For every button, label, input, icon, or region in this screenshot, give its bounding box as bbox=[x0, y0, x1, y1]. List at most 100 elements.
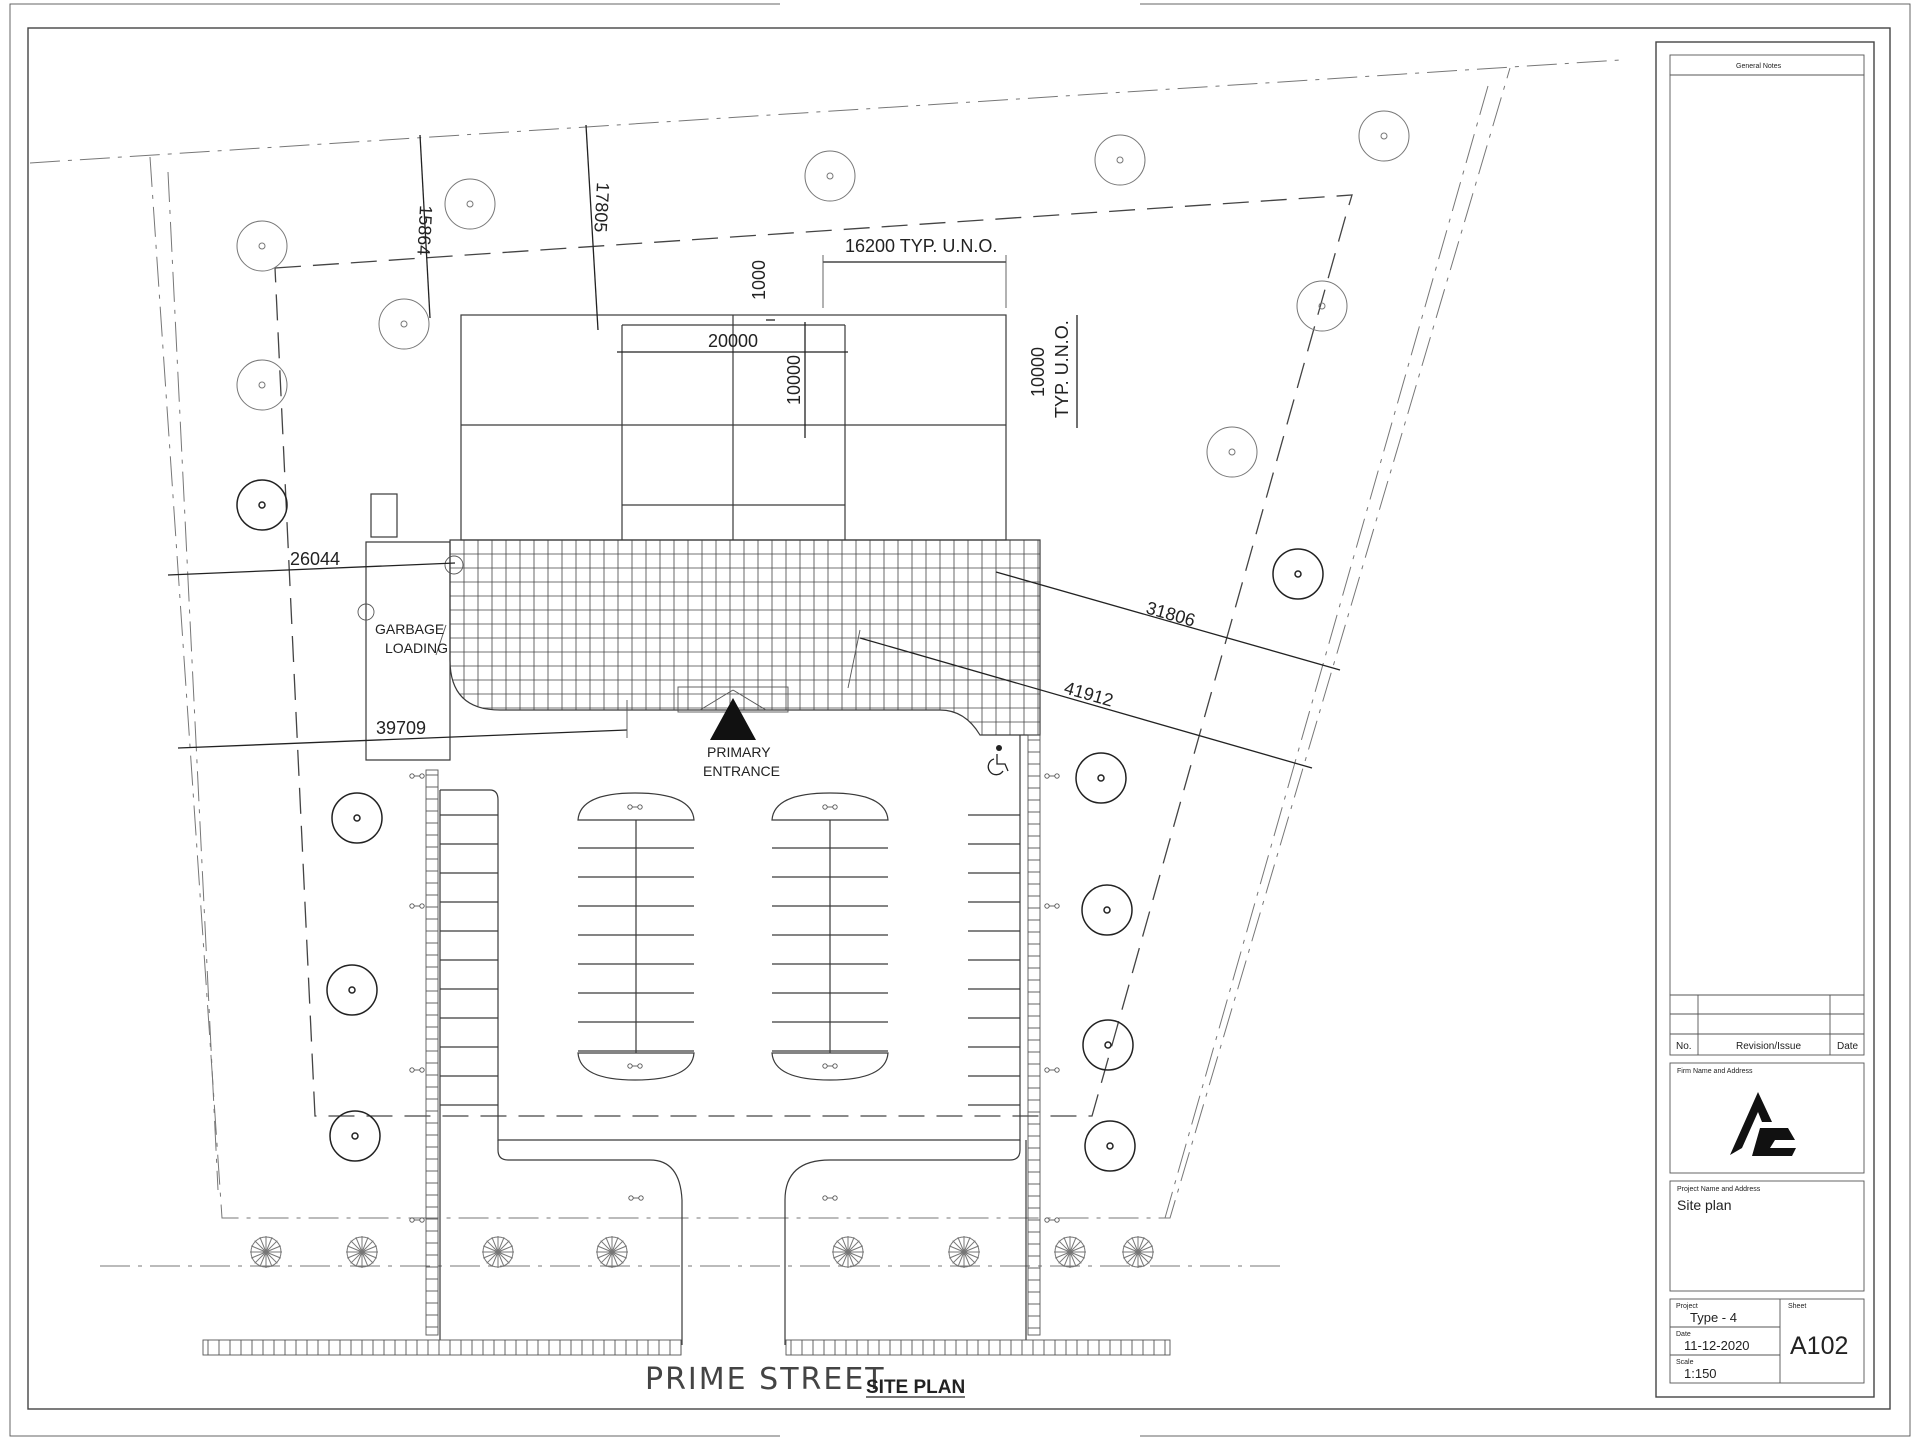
shrub-icon bbox=[497, 1237, 505, 1253]
dim-15864: 15864 bbox=[413, 205, 436, 256]
setback-line bbox=[274, 194, 1353, 1117]
shrub-icon bbox=[847, 1237, 855, 1253]
tree-icon bbox=[444, 178, 496, 230]
tree-icon bbox=[258, 501, 266, 509]
shrub-icon bbox=[486, 1240, 499, 1253]
light-fixture-icon bbox=[419, 903, 425, 909]
tree-icon bbox=[348, 986, 356, 994]
shrub-icon bbox=[1063, 1237, 1071, 1253]
shrub-icon bbox=[600, 1251, 613, 1264]
shrub-icon bbox=[963, 1251, 979, 1259]
light-fixture-icon bbox=[637, 1063, 643, 1069]
shrub-icon bbox=[491, 1251, 499, 1267]
shrub-icon bbox=[1069, 1251, 1077, 1267]
shrub-icon bbox=[355, 1251, 363, 1267]
shrub-icon bbox=[361, 1251, 374, 1264]
entrance-label-line2: ENTRANCE bbox=[703, 763, 780, 779]
scale-label: Scale bbox=[1676, 1359, 1694, 1366]
shrub-icon bbox=[611, 1240, 624, 1253]
street-and-title: PRIME STREET SITE PLAN bbox=[645, 1362, 965, 1398]
dim-26044: 26044 bbox=[290, 549, 340, 569]
shrub-icon bbox=[949, 1245, 965, 1253]
shrub-icon bbox=[361, 1237, 369, 1253]
shrub-icon bbox=[265, 1251, 281, 1259]
date-label: Date bbox=[1676, 1331, 1691, 1338]
dim-10000-inner: 10000 bbox=[784, 355, 804, 405]
shrub-icon bbox=[347, 1251, 363, 1259]
tree-icon bbox=[1206, 426, 1258, 478]
firm-label: Firm Name and Address bbox=[1677, 1068, 1753, 1075]
shrub-icon bbox=[1137, 1237, 1145, 1253]
accessible-parking-icon bbox=[987, 745, 1009, 776]
light-fixture-icon bbox=[832, 1063, 838, 1069]
shrub-icon bbox=[836, 1240, 849, 1253]
dim-41912: 41912 bbox=[1062, 678, 1116, 711]
shrub-icon bbox=[1123, 1245, 1139, 1253]
shrub-icon bbox=[1069, 1251, 1082, 1264]
shrub-icon bbox=[265, 1245, 281, 1253]
tree-icon bbox=[1380, 132, 1388, 140]
shrub-icon bbox=[347, 1245, 363, 1253]
trees bbox=[236, 110, 1410, 1268]
tree-icon bbox=[1104, 1041, 1112, 1049]
garbage-loading-area: GARBAGE LOADING bbox=[357, 493, 464, 761]
shrub-icon bbox=[350, 1251, 363, 1264]
shrub-icon bbox=[361, 1245, 377, 1253]
shrub-icon bbox=[952, 1240, 965, 1253]
shrub-icon bbox=[254, 1240, 267, 1253]
shrub-icon bbox=[833, 1251, 849, 1259]
parking-lot bbox=[409, 735, 1060, 1345]
shrub-icon bbox=[265, 1240, 278, 1253]
tree-icon bbox=[1106, 1142, 1114, 1150]
tree-icon bbox=[236, 220, 288, 272]
tree-icon bbox=[466, 200, 474, 208]
dim-39709: 39709 bbox=[376, 718, 426, 738]
shrub-icon bbox=[251, 1245, 267, 1253]
shrub-icon bbox=[1137, 1251, 1145, 1267]
dimensions: 15864 17805 1000 16200 TYP. U.N.O. 20000… bbox=[167, 124, 1341, 769]
light-fixture-icon bbox=[409, 1067, 415, 1073]
shrub-icon bbox=[605, 1251, 613, 1267]
project-name-label: Project Name and Address bbox=[1677, 1186, 1761, 1193]
tree-icon bbox=[826, 172, 834, 180]
dim-31806: 31806 bbox=[1144, 598, 1198, 631]
shrub-icon bbox=[355, 1237, 363, 1253]
tree-icon bbox=[1296, 280, 1348, 332]
light-fixture-icon bbox=[627, 804, 633, 810]
dim-typ-uno-right: TYP. U.N.O. bbox=[1052, 320, 1072, 418]
light-fixture-icon bbox=[1054, 903, 1060, 909]
dim-17805: 17805 bbox=[590, 182, 613, 233]
tree-icon bbox=[804, 150, 856, 202]
light-fixture-icon bbox=[822, 1063, 828, 1069]
shrub-icon bbox=[1137, 1251, 1153, 1259]
project-value: Type - 4 bbox=[1690, 1310, 1737, 1325]
tree-icon bbox=[1084, 1120, 1136, 1172]
light-fixture-icon bbox=[409, 903, 415, 909]
shrub-icon bbox=[600, 1240, 613, 1253]
entrance-arrow-icon bbox=[710, 698, 756, 740]
tree-icon bbox=[351, 1132, 359, 1140]
shrub-icon bbox=[611, 1251, 627, 1259]
tree-icon bbox=[1272, 548, 1324, 600]
tree-icon bbox=[258, 381, 266, 389]
shrub-icon bbox=[251, 1251, 267, 1259]
dim-10000-right: 10000 bbox=[1028, 347, 1048, 397]
dim-16200: 16200 TYP. U.N.O. bbox=[845, 236, 997, 256]
tree-icon bbox=[236, 479, 288, 531]
shrub-icon bbox=[1131, 1237, 1139, 1253]
shrub-icon bbox=[265, 1237, 273, 1253]
shrub-icon bbox=[483, 1245, 499, 1253]
scale-value: 1:150 bbox=[1684, 1366, 1717, 1381]
garbage-label-line1: GARBAGE bbox=[375, 621, 444, 637]
shrub-icon bbox=[483, 1251, 499, 1259]
shrub-icon bbox=[361, 1240, 374, 1253]
light-fixture-icon bbox=[1044, 903, 1050, 909]
sheet-label: Sheet bbox=[1788, 1303, 1806, 1310]
tree-icon bbox=[1094, 134, 1146, 186]
shrub-icon bbox=[497, 1251, 505, 1267]
shrub-icon bbox=[611, 1245, 627, 1253]
light-fixture-icon bbox=[822, 804, 828, 810]
tree-icon bbox=[378, 298, 430, 350]
light-fixture-icon bbox=[832, 1195, 838, 1201]
shrub-icon bbox=[847, 1251, 855, 1267]
